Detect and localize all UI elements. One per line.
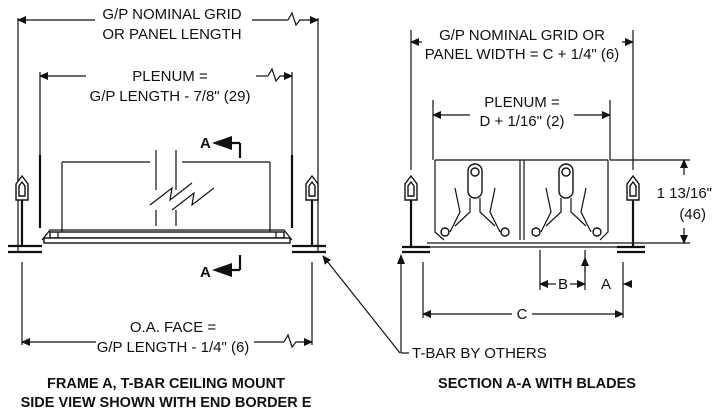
- plenum-length-label: PLENUM =: [132, 68, 208, 85]
- diffuser-frame: [41, 229, 293, 244]
- plenum-width-label: D + 1/16" (2): [480, 113, 565, 130]
- section-marker-top: A: [200, 135, 242, 158]
- grid-length-label: OR PANEL LENGTH: [102, 26, 241, 43]
- grid-length-label: G/P NOMINAL GRID: [102, 6, 241, 23]
- grid-width-label: PANEL WIDTH = C + 1/4" (6): [425, 46, 620, 63]
- dimension-a-label: A: [601, 276, 611, 293]
- section-plenum-box: [427, 159, 620, 248]
- blade-assembly-left: [440, 163, 510, 237]
- side-view-caption: FRAME A, T-BAR CEILING MOUNT: [47, 376, 285, 392]
- svg-text:A: A: [200, 264, 211, 281]
- section-t-bar-left: [402, 174, 430, 254]
- side-view-caption: SIDE VIEW SHOWN WITH END BORDER E: [21, 395, 312, 411]
- face-length-label: G/P LENGTH - 1/4" (6): [97, 339, 250, 356]
- t-bar-label: T-BAR BY OTHERS: [412, 345, 547, 362]
- dimension-a: A: [581, 257, 632, 293]
- grid-length-dimension: G/P NOMINAL GRID OR PANEL LENGTH: [17, 6, 319, 43]
- plenum-width-dimension: PLENUM = D + 1/16" (2): [432, 94, 611, 130]
- t-bar-callout: T-BAR BY OTHERS: [322, 254, 547, 362]
- dimension-b: B: [539, 276, 586, 293]
- dimension-c: C: [422, 306, 624, 323]
- height-label: (46): [679, 206, 706, 223]
- dimension-c-label: C: [517, 306, 528, 323]
- section-marker-bottom: A: [200, 255, 242, 281]
- section-view: G/P NOMINAL GRID OR PANEL WIDTH = C + 1/…: [402, 27, 712, 392]
- blade-assembly-right: [531, 163, 602, 237]
- plenum-length-label: G/P LENGTH - 7/8" (29): [90, 88, 251, 105]
- section-view-caption: SECTION A-A WITH BLADES: [438, 376, 636, 392]
- plenum-length-dimension: PLENUM = G/P LENGTH - 7/8" (29): [39, 67, 293, 105]
- section-t-bar-right: [617, 174, 645, 254]
- grid-width-dimension: G/P NOMINAL GRID OR PANEL WIDTH = C + 1/…: [410, 27, 634, 63]
- face-length-label: O.A. FACE =: [130, 319, 217, 336]
- face-length-dimension: O.A. FACE = G/P LENGTH - 1/4" (6): [21, 319, 313, 356]
- side-view: G/P NOMINAL GRID OR PANEL LENGTH PLENUM …: [8, 6, 326, 411]
- grid-width-label: G/P NOMINAL GRID OR: [439, 27, 605, 44]
- dimension-b-label: B: [558, 276, 568, 293]
- plenum-box: [61, 150, 271, 238]
- svg-text:A: A: [200, 135, 211, 152]
- t-bar-right: [290, 155, 326, 254]
- height-label: 1 13/16": [657, 185, 712, 202]
- plenum-width-label: PLENUM =: [484, 94, 560, 111]
- t-bar-left: [8, 155, 42, 254]
- height-dimension: 1 13/16" (46): [610, 159, 712, 244]
